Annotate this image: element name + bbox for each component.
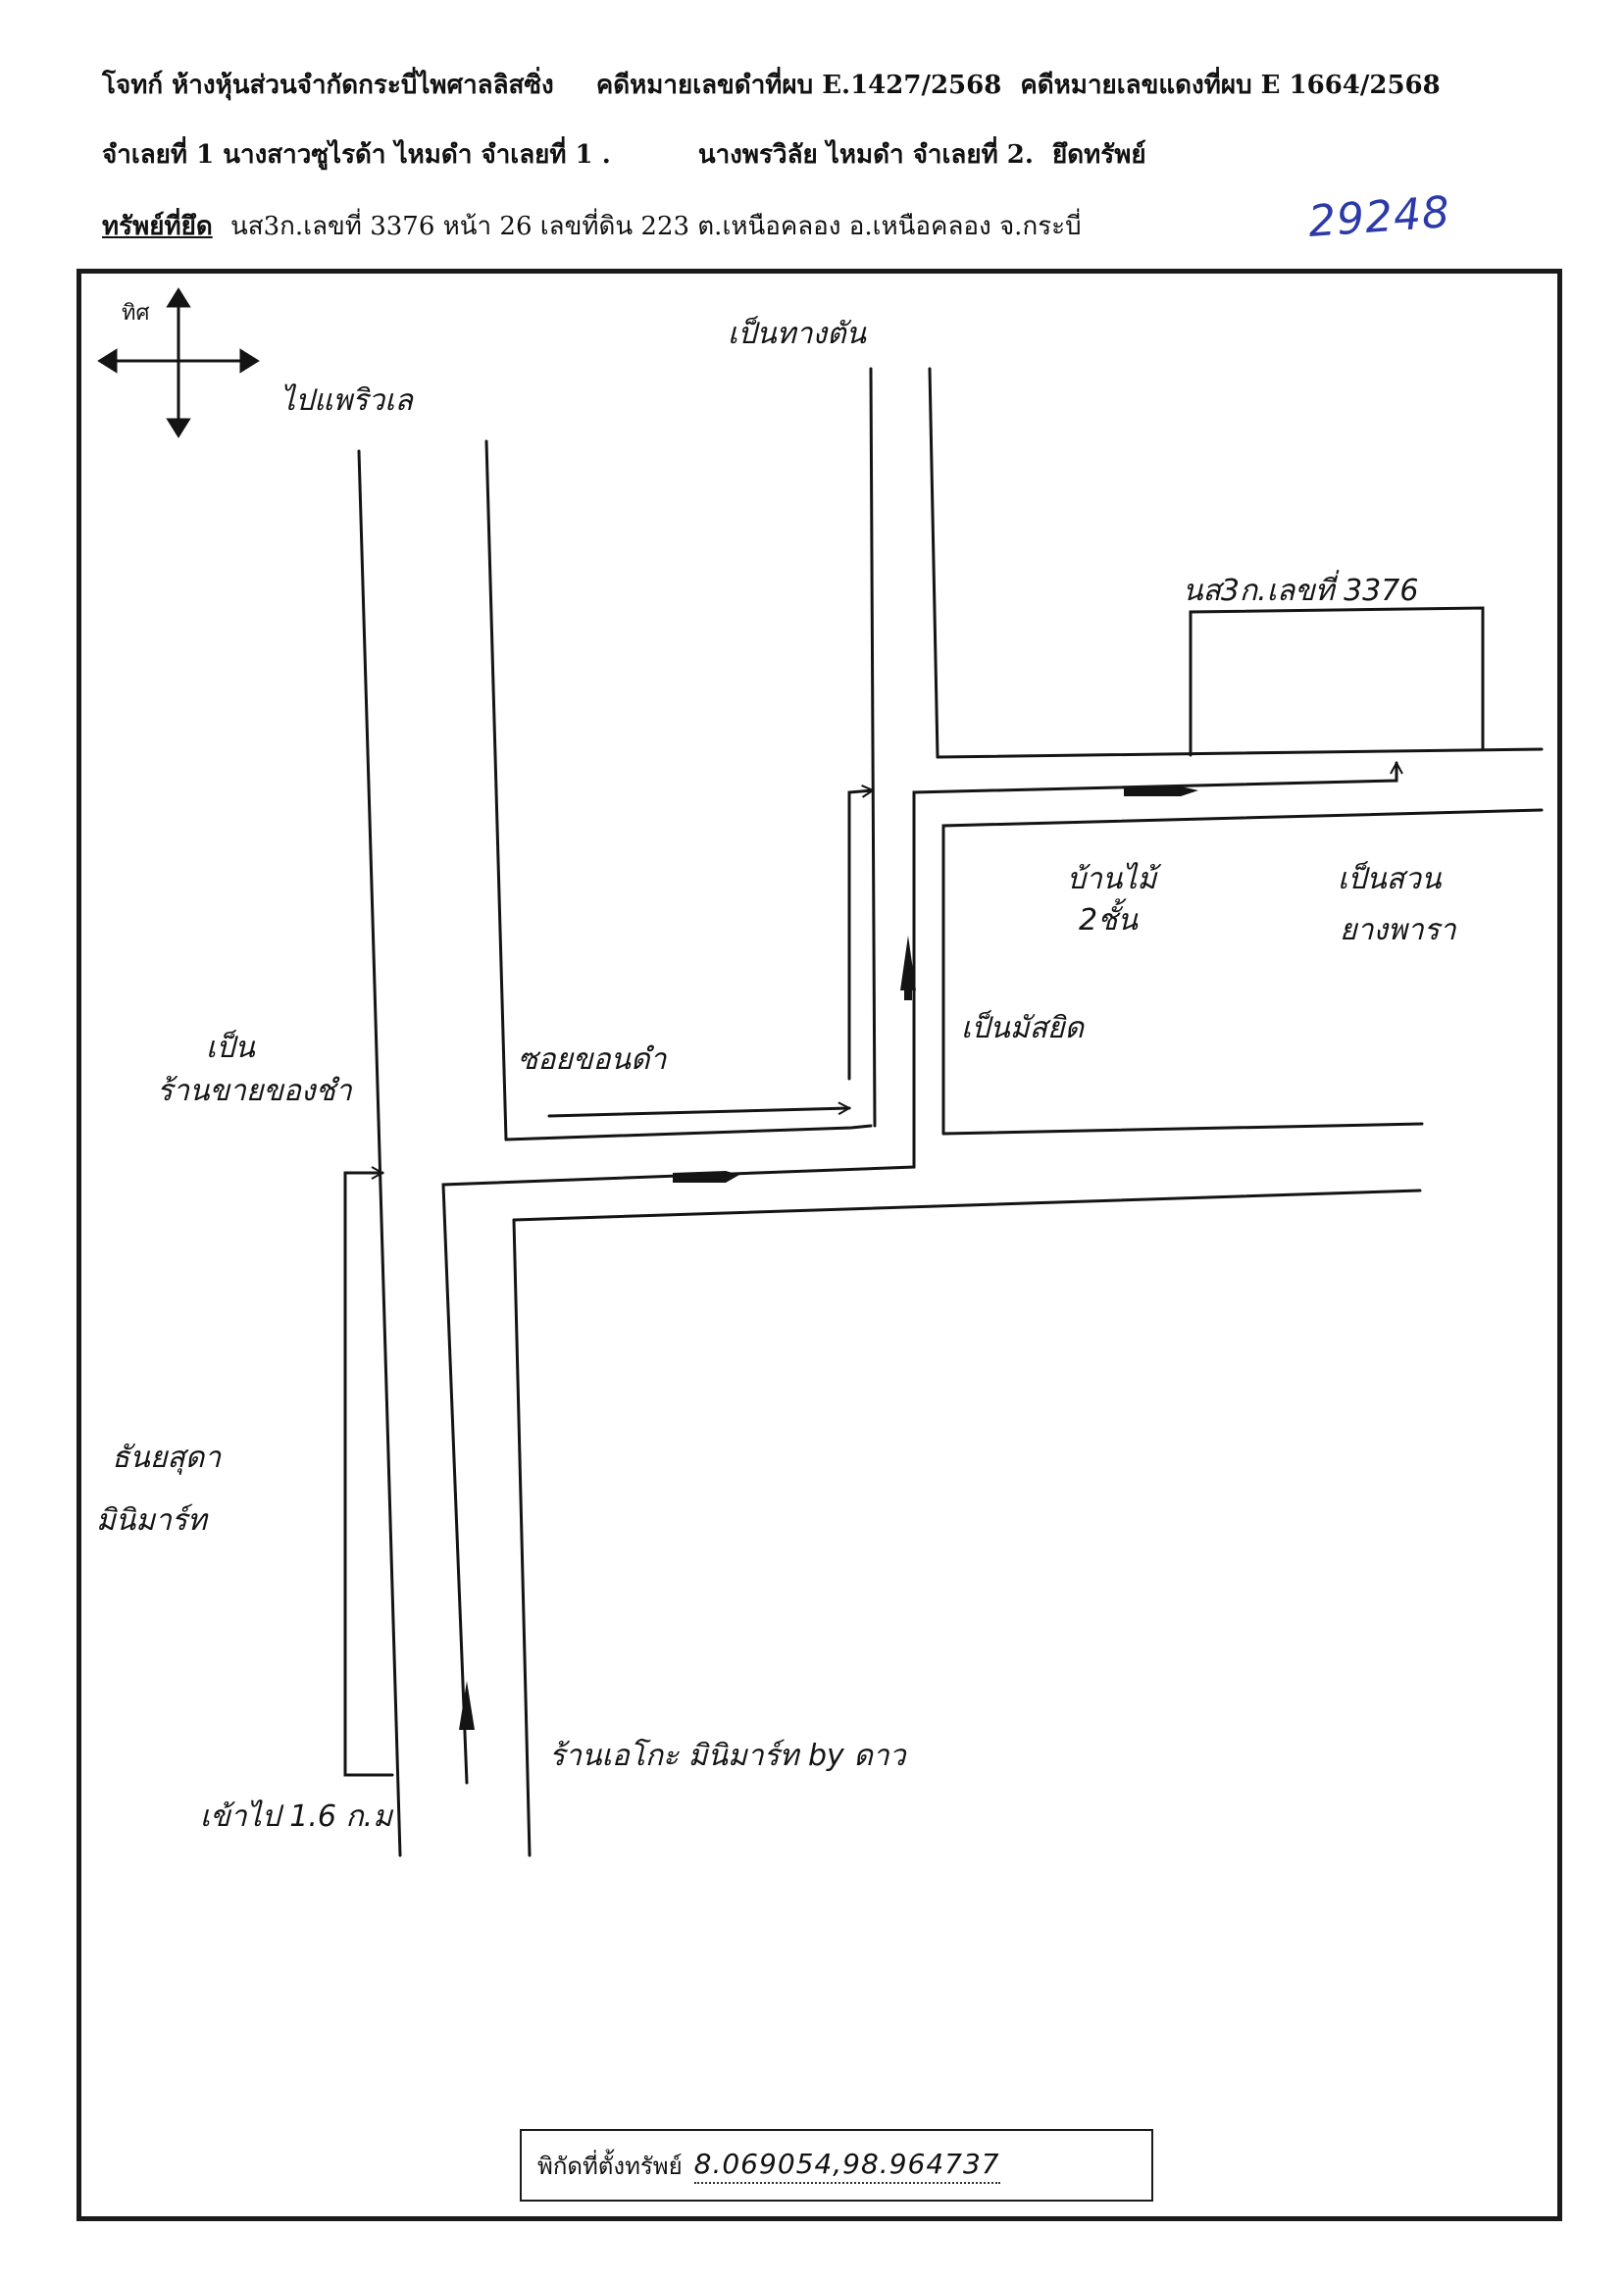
- dead-end-road-left-edge: [869, 367, 877, 1128]
- label-rubber: ยางพารา: [1340, 913, 1457, 947]
- label-to-phae-riwle: ไปแพริวเล: [280, 383, 414, 418]
- main-road-right-edge-upper: [484, 439, 508, 1141]
- label-parcel: นส3ก.เลขที่ 3376: [1183, 570, 1418, 608]
- label-minimart: มินิมาร์ท: [96, 1503, 209, 1538]
- soi-upper-edge: [504, 1124, 873, 1141]
- side-road-upper-edge: [936, 747, 1544, 759]
- route-path: [343, 763, 1396, 1785]
- label-eko-shop: ร้านเอโกะ มินิมาร์ท by ดาว: [549, 1738, 908, 1773]
- compass-label: ทิศ: [122, 301, 150, 326]
- header-defendants-line: จำเลยที่ 1 นางสาวซูไรด้า ไหมดำ จำเลยที่ …: [102, 134, 1146, 175]
- compass-icon: [97, 287, 260, 438]
- map-frame: [76, 269, 1562, 2221]
- arrowhead-right-2: [1124, 786, 1198, 796]
- dead-end-road-right-edge: [928, 367, 939, 759]
- parcel-outline: [1189, 606, 1485, 757]
- coordinates-value: 8.069054,98.964737: [693, 2148, 1000, 2184]
- mosque-block-edge: [941, 808, 1544, 1136]
- label-garden: เป็นสวน: [1338, 861, 1443, 896]
- plaintiff-text: โจทก์ ห้างหุ้นส่วนจำกัดกระบี่ไพศาลลิสซิ่…: [102, 71, 554, 100]
- defendant-1-text: จำเลยที่ 1 นางสาวซูไรด้า ไหมดำ จำเลยที่ …: [102, 140, 611, 170]
- header-case-line: โจทก์ ห้างหุ้นส่วนจำกัดกระบี่ไพศาลลิสซิ่…: [102, 65, 1441, 105]
- label-dead-end: เป็นทางตัน: [728, 316, 868, 351]
- seized-property-label: ทรัพย์ที่ยึด: [102, 212, 213, 241]
- route-arrowheads: [459, 786, 1198, 1730]
- arrowhead-right-1: [673, 1171, 739, 1183]
- mosque-block-bottom: [941, 1122, 1424, 1136]
- label-thanyasuda: ธันยสุดา: [112, 1441, 222, 1475]
- route-arrow-left: [343, 1173, 394, 1777]
- main-road-left-edge: [357, 449, 402, 1857]
- label-wooden-house: บ้านไม้: [1067, 862, 1162, 896]
- header-property-line: ทรัพย์ที่ยึด นส3ก.เลขที่ 3376 หน้า 26 เล…: [102, 206, 1082, 246]
- coordinates-box: พิกัดที่ตั้งทรัพย์ 8.069054,98.964737: [520, 2129, 1153, 2202]
- route-arrow-soi: [847, 790, 873, 1081]
- main-road-right-edge-lower: [512, 1218, 532, 1857]
- route-arrow-main: [441, 763, 1396, 1785]
- label-grocery-shop: ร้านขายของชำ: [157, 1074, 353, 1108]
- coordinates-label: พิกัดที่ตั้งทรัพย์: [537, 2152, 683, 2180]
- soi-lower-edge: [512, 1189, 1422, 1222]
- arrowhead-up-1: [900, 936, 916, 990]
- label-soi-name: ซอยขอนดำ: [518, 1042, 667, 1077]
- label-two-storey: 2ชั้น: [1079, 898, 1139, 938]
- seized-property-detail: นส3ก.เลขที่ 3376 หน้า 26 เลขที่ดิน 223 ต…: [230, 212, 1082, 241]
- label-is-shop: เป็น: [206, 1030, 256, 1065]
- road-lines: [357, 367, 1544, 1857]
- arrowhead-up-2: [459, 1681, 475, 1730]
- defendant-2-text: นางพรวิลัย ไหมดำ จำเลยที่ 2.: [697, 140, 1034, 170]
- black-case-number: คดีหมายเลขดำที่ผบ E.1427/2568: [595, 71, 1002, 100]
- label-mosque: เป็นมัสยิด: [961, 1010, 1085, 1045]
- arrowhead-up-1-stem: [904, 987, 912, 1000]
- seize-action-text: ยึดทรัพย์: [1051, 140, 1146, 170]
- red-case-number: คดีหมายเลขแดงที่ผบ E 1664/2568: [1020, 71, 1441, 100]
- label-enter-distance: เข้าไป 1.6 ก.ม: [200, 1799, 394, 1834]
- soi-entry-arrow: [547, 1108, 849, 1118]
